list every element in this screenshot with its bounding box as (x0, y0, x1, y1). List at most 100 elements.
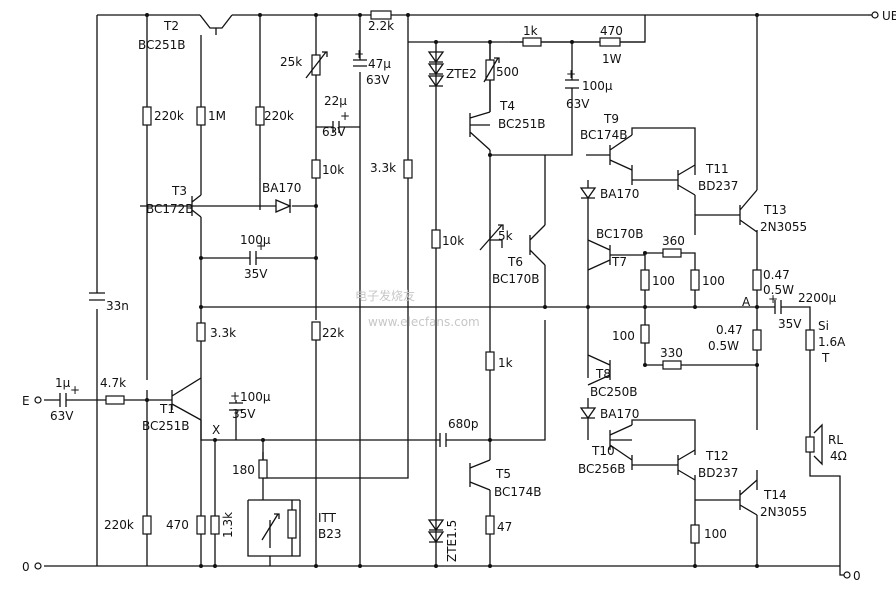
r-100-a-label: 100 (652, 274, 675, 288)
node-a-label: A (742, 295, 751, 309)
t4-type: BC251B (498, 117, 546, 131)
r-220k-c-label: 220k (104, 518, 134, 532)
transformer-type: B23 (318, 527, 342, 541)
output-parts (34, 11, 879, 579)
t12-name: T12 (705, 449, 729, 463)
c-1u-voltage: 63V (50, 409, 74, 423)
r-05w-b-label: 0.5W (708, 339, 739, 353)
r-1w-label: 1W (602, 52, 622, 66)
r-180-label: 180 (232, 463, 255, 477)
t1-name: T1 (159, 402, 175, 416)
t6-type: BC170B (492, 272, 540, 286)
r-2k2-label: 2.2k (368, 19, 394, 33)
c-680p-label: 680p (448, 417, 479, 431)
watermark-cn: 电子发烧友 (355, 288, 415, 303)
t3-name: T3 (171, 184, 187, 198)
t14-name: T14 (763, 488, 787, 502)
ground-right-label: 0 (853, 569, 861, 583)
input-label: E (22, 394, 30, 408)
t10-type: BC256B (578, 462, 626, 476)
c-2200u-label: 2200μ (798, 291, 837, 305)
r-3k3-a-label: 3.3k (370, 161, 396, 175)
capacitor-plates (59, 59, 782, 447)
t11-name: T11 (705, 162, 729, 176)
t14-type: 2N3055 (760, 505, 807, 519)
t8-type: BC250B (590, 385, 638, 399)
t9-type: BC174B (580, 128, 628, 142)
r-100-d-label: 100 (704, 527, 727, 541)
r-1m-label: 1M (208, 109, 226, 123)
supply-label: UB (882, 9, 896, 23)
r-100-b-label: 100 (702, 274, 725, 288)
node-x-label: X (212, 423, 220, 437)
fuse-value: 1.6A (818, 335, 846, 349)
r-100-c-label: 100 (612, 329, 635, 343)
r-05w-a-label: 0.5W (763, 283, 794, 297)
t3-type: BC172B (146, 202, 194, 216)
r-220k-a-label: 220k (154, 109, 184, 123)
r-047-a-label: 0.47 (763, 268, 790, 282)
r-220k-b-label: 220k (264, 109, 294, 123)
r-360-label: 360 (662, 234, 685, 248)
r-470-b-label: 470 (600, 24, 623, 38)
r-4k7-label: 4.7k (100, 376, 126, 390)
r-470-a-label: 470 (166, 518, 189, 532)
d-zte2-label: ZTE2 (446, 67, 477, 81)
t8-name: T8 (595, 367, 611, 381)
transformer-name: ITT (318, 511, 337, 525)
t12-type: BD237 (698, 466, 738, 480)
r-1k3-label: 1.3k (221, 512, 235, 538)
plus-c1u: + (70, 383, 80, 397)
t11-type: BD237 (698, 179, 738, 193)
plus-c2200u: + (768, 292, 778, 306)
r-10k-b-label: 10k (442, 234, 464, 248)
t5-name: T5 (495, 467, 511, 481)
plus-c22u: + (340, 109, 350, 123)
t13-name: T13 (763, 203, 787, 217)
t4-name: T4 (499, 99, 515, 113)
r-047-b-label: 0.47 (716, 323, 743, 337)
c-100u-b-label: 100μ (240, 390, 271, 404)
c-100u-a-label: 100μ (240, 233, 271, 247)
r-5k-label: 5k (498, 229, 513, 243)
load-name: RL (828, 433, 843, 447)
t1-type: BC251B (142, 419, 190, 433)
ground-left-label: 0 (22, 560, 30, 574)
r-47-label: 47 (497, 520, 512, 534)
r-25k-label: 25k (280, 55, 302, 69)
r-22k-label: 22k (322, 326, 344, 340)
c-1u-label: 1μ (55, 376, 71, 390)
t7-type: BC170B (596, 227, 644, 241)
transistor-symbols (171, 14, 758, 516)
c-22u-voltage: 63V (322, 125, 346, 139)
t6-name: T6 (507, 255, 523, 269)
t5-type: BC174B (494, 485, 542, 499)
r-3k3-b-label: 3.3k (210, 326, 236, 340)
r-1k-a-label: 1k (523, 24, 538, 38)
r-10k-a-label: 10k (322, 163, 344, 177)
plus-c100u-a: + (256, 239, 266, 253)
c-47u-label: 47μ (368, 57, 391, 71)
c-100u-c-voltage: 63V (566, 97, 590, 111)
potentiometers (261, 51, 504, 541)
t2-name: T2 (163, 19, 179, 33)
d-ba170-b-label: BA170 (600, 187, 639, 201)
c-2200u-voltage: 35V (778, 317, 802, 331)
t10-name: T10 (591, 444, 615, 458)
circuit-wires (44, 14, 868, 567)
plus-c100u-b: + (230, 389, 240, 403)
r-330-label: 330 (660, 346, 683, 360)
r-1k-b-label: 1k (498, 356, 513, 370)
r-500-label: 500 (496, 65, 519, 79)
d-ba170-a-label: BA170 (262, 181, 301, 195)
fuse-name: Si (818, 319, 829, 333)
load-value: 4Ω (830, 449, 847, 463)
junction-dots (145, 13, 759, 568)
plus-c100u-c: + (566, 67, 576, 81)
plus-c47u: + (354, 47, 364, 61)
t9-name: T9 (603, 112, 619, 126)
c-47u-voltage: 63V (366, 73, 390, 87)
d-zte15-label: ZTE1.5 (445, 520, 459, 562)
c-100u-b-voltage: 35V (232, 407, 256, 421)
c-100u-c-label: 100μ (582, 79, 613, 93)
